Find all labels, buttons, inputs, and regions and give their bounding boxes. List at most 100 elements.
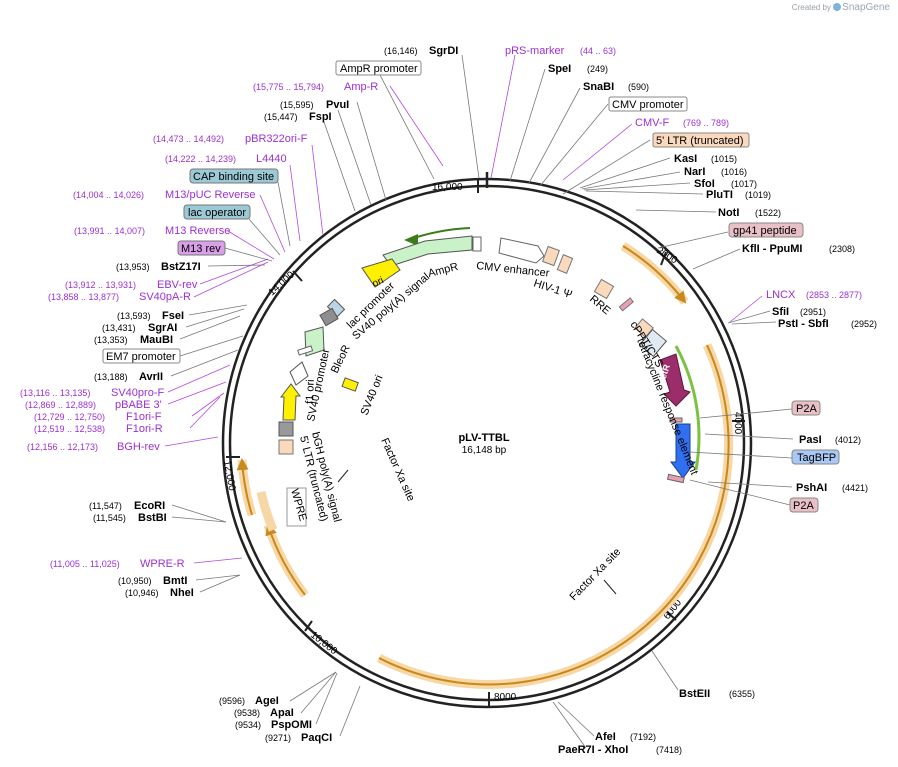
enzyme-pos: (15,447) [264, 112, 298, 122]
enzyme-name: BstBI [138, 512, 167, 524]
enzyme-name: PvuI [326, 99, 349, 111]
ltr-block [541, 245, 561, 267]
enzyme-labels: (16,146) SgrDI SpeI (249) SnaBI (590) Ka… [89, 45, 877, 756]
enzyme-pos: (10,946) [125, 588, 159, 598]
enzyme-pos: (16,146) [384, 46, 418, 56]
primer-range: (15,775 .. 15,794) [253, 82, 324, 92]
tagbfp-arrow [670, 423, 696, 479]
enzyme-pos: (10,950) [118, 576, 152, 586]
enzyme-pos: (7192) [630, 732, 656, 742]
ampR-arrow [382, 235, 473, 267]
primer-range: (12,519 .. 12,538) [34, 424, 105, 434]
ampR-promoter-mark [472, 236, 482, 252]
enzyme-name: AvrII [139, 371, 163, 383]
enzyme-pos: (13,188) [94, 372, 128, 382]
primer-range: (12,156 .. 12,173) [27, 442, 98, 452]
ori-label: ori [371, 275, 386, 290]
enzyme-pos: (9538) [234, 708, 260, 718]
rre-block [593, 278, 615, 300]
tick-label-12000: 12,000 [221, 460, 237, 492]
enzyme-pos: (2308) [829, 244, 855, 254]
primer-name: SV40pro-F [111, 387, 164, 399]
enzyme-pos: (249) [587, 64, 608, 74]
enzyme-name: PshAI [796, 482, 827, 494]
factor-xa-label-1: Factor Xa site [378, 436, 417, 503]
boxed-label: EM7 promoter [106, 351, 176, 363]
enzyme-pos: (590) [628, 82, 649, 92]
tick-label-4000: 4000 [732, 412, 743, 435]
tick-6000 [665, 610, 677, 621]
enzyme-name: KflI - PpuMI [742, 243, 803, 255]
primer-range: (44 .. 63) [580, 46, 616, 56]
primer-name: WPRE-R [140, 558, 185, 570]
enzyme-name: ApaI [270, 707, 294, 719]
label-box [791, 449, 840, 465]
primer-name: SV40pA-R [139, 291, 191, 303]
enzyme-pos: (7418) [656, 745, 682, 755]
primer-name: CMV-F [635, 117, 670, 129]
label-box [608, 96, 688, 112]
cppt-block [634, 318, 654, 338]
cmv-enhancer-label: CMV enhancer [476, 260, 551, 280]
enzyme-name: AgeI [255, 695, 279, 707]
cmv-enhancer-arrow [498, 237, 545, 264]
tick-14000 [292, 270, 303, 282]
label-box [177, 240, 226, 256]
enzyme-name: NotI [718, 207, 739, 219]
primer-name: EBV-rev [157, 279, 198, 291]
primer-name: M13 Reverse [165, 225, 230, 237]
primer-range: (13,116 .. 13,135) [20, 388, 90, 398]
ampR-label: AmpR [427, 261, 460, 280]
plasmid-length: 16,148 bp [462, 445, 507, 456]
primer-range: (12,729 .. 12,750) [34, 412, 105, 422]
leader-lines [164, 54, 794, 749]
boxed-label: 5' LTR (truncated) [656, 135, 743, 147]
enzyme-pos: (1019) [745, 190, 771, 200]
primer-range: (13,991 .. 14,007) [74, 226, 145, 236]
label-box [728, 222, 804, 238]
hiv-psi-block [556, 254, 574, 274]
enzyme-name: SfiI [772, 306, 789, 318]
enzyme-pos: (11,547) [89, 501, 122, 511]
enzyme-name: PluTI [706, 189, 733, 201]
primer-name: L4440 [256, 153, 287, 165]
enzyme-name: FseI [162, 310, 184, 322]
boxed-label: P2A [796, 403, 817, 415]
enzyme-pos: (1016) [721, 167, 747, 177]
primer-range: (13,912 .. 13,931) [65, 280, 136, 290]
primer-name: Amp-R [344, 81, 378, 93]
enzyme-name: PaqCI [301, 732, 332, 744]
enzyme-name: NheI [170, 587, 194, 599]
tick-2000 [660, 251, 667, 266]
tick-label-10000: 10,000 [308, 630, 339, 658]
tick-label-14000: 14,000 [267, 269, 297, 298]
primer-name: F1ori-F [126, 411, 162, 423]
snapgene-brand: Created by SnapGene [792, 2, 890, 13]
tetR-arrow [659, 353, 691, 407]
gp41-block [618, 297, 634, 312]
label-box [789, 497, 819, 513]
plasmid-name: pLV-TTBL [458, 432, 509, 444]
enzyme-pos: (1522) [755, 208, 781, 218]
enzyme-name: AfeI [595, 731, 616, 743]
boxed-label: CMV promoter [612, 99, 684, 111]
label-box [791, 400, 821, 416]
bgh-polyA-block [278, 421, 294, 437]
snapgene-brand-name: SnapGene [842, 2, 890, 13]
enzyme-name: SnaBI [583, 81, 614, 93]
label-box [183, 204, 251, 220]
sv40-promoter-arrow [289, 361, 309, 386]
f1-ori-label: f1 ori [304, 379, 317, 404]
primer-name: F1ori-R [126, 423, 163, 435]
boxed-label: lac operator [188, 207, 246, 219]
boxed-label: CAP binding site [193, 171, 274, 183]
enzyme-pos: (9534) [235, 720, 261, 730]
primer-range: (12,869 .. 12,889) [25, 400, 96, 410]
label-box [335, 60, 422, 76]
enzyme-pos: (6355) [729, 689, 755, 699]
sv40-ori-block [341, 377, 359, 392]
enzyme-pos: (13,593) [117, 311, 151, 321]
enzyme-name: KasI [674, 153, 697, 165]
primer-range: (14,473 .. 14,492) [153, 134, 224, 144]
primer-name: LNCX [766, 289, 796, 301]
